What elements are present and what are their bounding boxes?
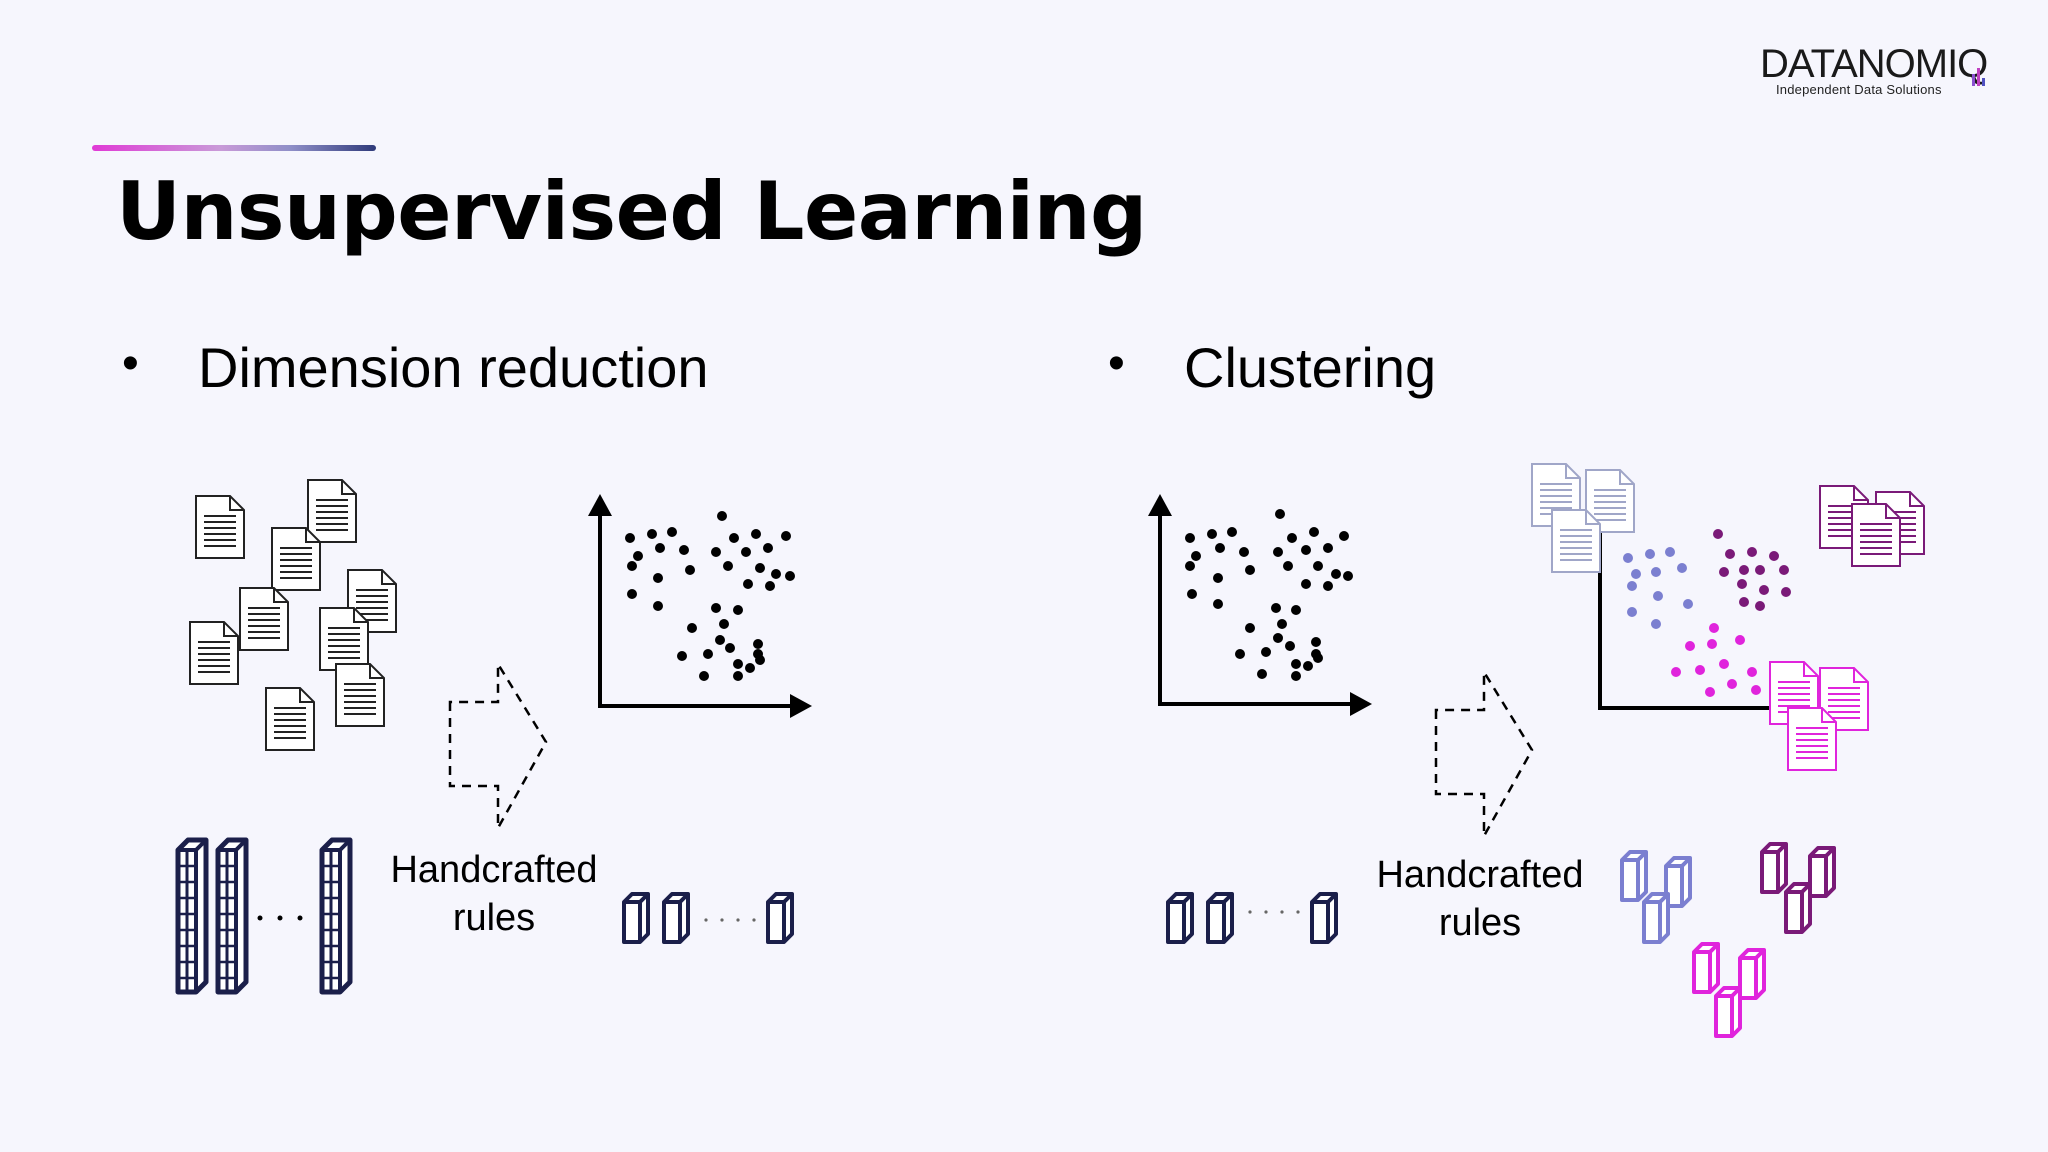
- cube-icon: [1642, 892, 1670, 944]
- cubes-cluster-magenta: [1692, 942, 1766, 1038]
- document-icon: [1551, 509, 1601, 573]
- dashed-arrow-left: [448, 659, 548, 833]
- cluster-purple-points: [1713, 529, 1791, 611]
- documents-cluster-left: [189, 479, 397, 751]
- rules-line-2: rules: [452, 897, 536, 939]
- document-icon: [335, 663, 385, 727]
- clustered-plot: [1531, 463, 1925, 771]
- cube-icon: [766, 892, 794, 944]
- cube-icon: [1310, 892, 1338, 944]
- handcrafted-rules-label-left: Handcrafted rules: [374, 846, 614, 942]
- logo-wordmark: DATANOMIQ: [1760, 42, 1988, 86]
- cube-icon: [1714, 986, 1742, 1038]
- low-dim-vectors-left: [622, 892, 794, 944]
- cubes-cluster-lavender: [1620, 850, 1692, 944]
- cube-icon: [1784, 882, 1812, 934]
- title-accent-line: [92, 145, 376, 151]
- tall-vector-icon: [218, 840, 246, 992]
- rules-line-2: rules: [1438, 902, 1522, 944]
- document-icon: [265, 687, 315, 751]
- dashed-arrow-right: [1434, 667, 1534, 841]
- y-axis-arrow-icon: [588, 494, 612, 516]
- document-icon: [1851, 503, 1901, 567]
- ellipsis-dots: [257, 915, 303, 921]
- tall-vector-icon: [178, 840, 206, 992]
- document-icon: [195, 495, 245, 559]
- documents-cluster-lavender: [1531, 463, 1635, 573]
- cube-icon: [662, 892, 690, 944]
- x-axis-arrow-icon: [790, 694, 812, 718]
- logo-bars-icon: [1972, 68, 1985, 86]
- scatter-plot-left: [588, 494, 812, 718]
- cluster-lavender-points: [1623, 547, 1693, 629]
- cubes-cluster-purple: [1760, 842, 1836, 934]
- rules-line-1: Handcrafted: [1376, 854, 1584, 896]
- cube-icon: [1620, 850, 1648, 902]
- data-points: [1185, 509, 1353, 681]
- document-icon: [271, 527, 321, 591]
- cluster-magenta-points: [1671, 623, 1761, 697]
- x-axis-arrow-icon: [1350, 692, 1372, 716]
- datanomiq-logo: DATANOMIQ Independent Data Solutions: [1750, 42, 2000, 102]
- cube-icon: [622, 892, 650, 944]
- scatter-plot-right: [1148, 494, 1372, 716]
- handcrafted-rules-label-right: Handcrafted rules: [1360, 851, 1600, 947]
- document-icon: [319, 607, 369, 671]
- document-icon: [189, 621, 239, 685]
- cube-icon: [1166, 892, 1194, 944]
- tall-vector-icon: [322, 840, 350, 992]
- input-vectors-right: [1166, 892, 1338, 944]
- documents-cluster-magenta: [1769, 661, 1869, 771]
- bullet-dot: •: [1108, 337, 1125, 390]
- cube-icon: [1206, 892, 1234, 944]
- bullet-text: Dimension reduction: [198, 336, 709, 399]
- document-icon: [239, 587, 289, 651]
- documents-cluster-purple: [1819, 485, 1925, 567]
- cube-icon: [1760, 842, 1788, 894]
- data-points: [625, 511, 795, 681]
- cube-icon: [1808, 846, 1836, 898]
- cube-icon: [1738, 948, 1766, 1000]
- logo-tagline: Independent Data Solutions: [1776, 82, 1942, 97]
- ellipsis-dots: [704, 918, 756, 922]
- document-icon: [1787, 707, 1837, 771]
- bullet-dot: •: [122, 337, 139, 390]
- bullet-text: Clustering: [1184, 336, 1437, 399]
- ellipsis-dots: [1248, 910, 1300, 914]
- high-dim-vectors: [178, 840, 350, 992]
- rules-line-1: Handcrafted: [390, 849, 598, 891]
- document-icon: [307, 479, 357, 543]
- slide-title: Unsupervised Learning: [116, 165, 1147, 258]
- cube-icon: [1692, 942, 1720, 994]
- y-axis-arrow-icon: [1148, 494, 1172, 516]
